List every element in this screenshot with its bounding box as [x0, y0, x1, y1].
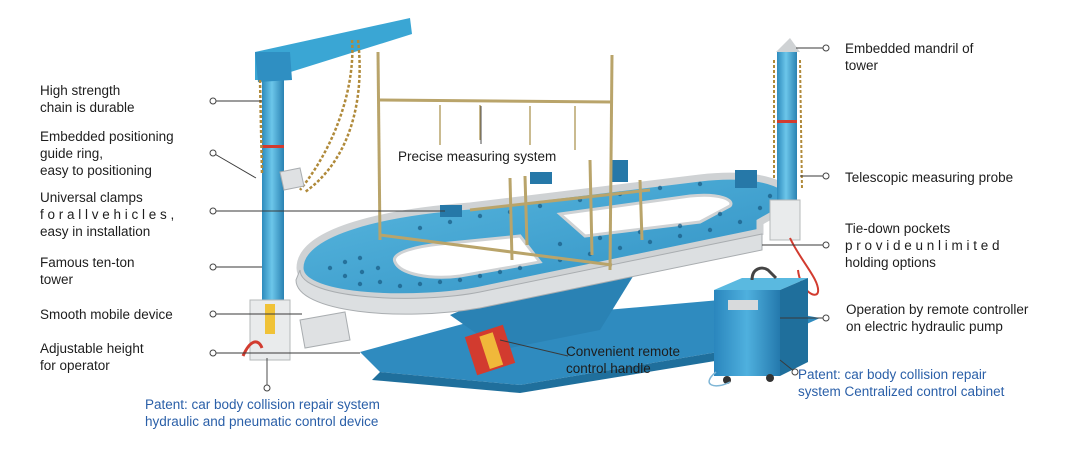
label-patent-right: Patent: car body collision repair system… [798, 367, 1005, 399]
label-height: Adjustable height for operator [40, 341, 144, 373]
callout-dot-icon [791, 368, 799, 376]
callout-dot-icon [822, 172, 830, 180]
control-cabinet [708, 266, 808, 387]
bench-deck [295, 160, 796, 315]
callout-dot-icon [209, 310, 217, 318]
label-tower: Famous ten-ton tower [40, 255, 135, 287]
callout-dot-icon [209, 263, 217, 271]
label-tiedown: Tie-down pockets p r o v i d e u n l i m… [845, 221, 1000, 270]
callout-dot-icon [822, 314, 830, 322]
callout-dot-icon [822, 44, 830, 52]
label-mobile: Smooth mobile device [40, 307, 173, 322]
label-measuring: Precise measuring system [398, 149, 557, 164]
left-tower [241, 18, 412, 361]
callout-dot-icon [209, 207, 217, 215]
label-guide-ring: Embedded positioning guide ring, easy to… [40, 129, 174, 178]
label-remote-pump: Operation by remote controller on electr… [846, 302, 1029, 334]
callout-dot-icon [822, 241, 830, 249]
callout-dot-icon [209, 149, 217, 157]
callout-dot-icon [263, 384, 271, 392]
label-remote-handle: Convenient remote control handle [566, 344, 681, 376]
measuring-frame [376, 51, 651, 271]
label-probe: Telescopic measuring probe [845, 170, 1014, 185]
leader-lines [212, 47, 826, 388]
label-mandril: Embedded mandril of tower [845, 41, 974, 73]
label-patent-left: Patent: car body collision repair system… [145, 397, 380, 429]
lift-base [360, 265, 820, 393]
callout-dot-icon [209, 97, 217, 105]
label-clamps: Universal clamps f o r a l l v e h i c l… [40, 190, 175, 239]
callout-dot-icon [209, 349, 217, 357]
right-tower [769, 38, 820, 296]
label-chain: High strength chain is durable [40, 83, 135, 115]
